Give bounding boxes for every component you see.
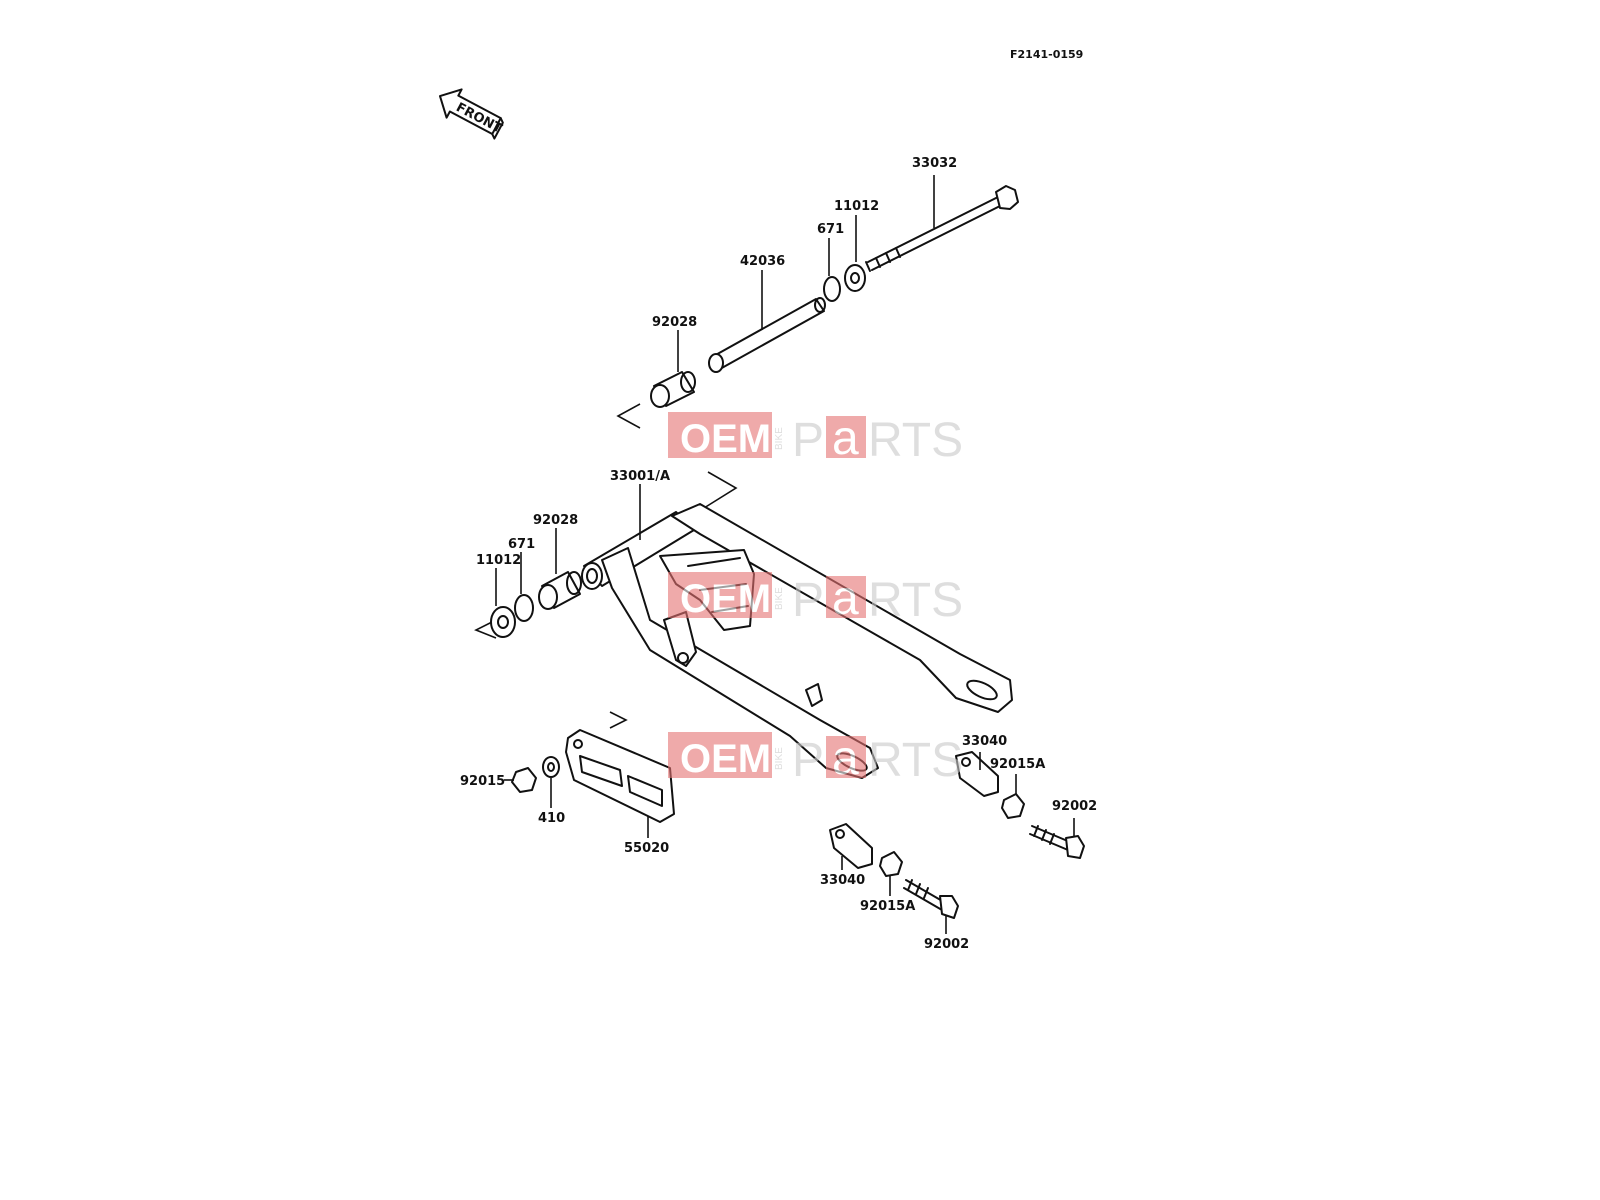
label-42036: 42036 (740, 254, 785, 269)
label-92028-top: 92028 (652, 315, 697, 330)
label-92002-right: 92002 (1052, 799, 1097, 814)
watermark-rts-text: RTS (868, 734, 963, 787)
label-33040-right: 33040 (962, 734, 1007, 749)
watermark-p-text: P (792, 574, 824, 627)
pivot-bolt-33032 (865, 185, 1019, 272)
label-55020: 55020 (624, 841, 669, 856)
front-arrow-icon: FRONT (438, 88, 504, 140)
label-92015: 92015 (460, 774, 505, 789)
adjuster-plate-33040-right (955, 751, 999, 797)
watermark-oem-text: OEM (680, 417, 771, 461)
collar-92015a-bottom (879, 851, 903, 877)
label-11012-top: 11012 (834, 199, 879, 214)
o-ring-671-top (823, 276, 841, 302)
diagram-code: F2141-0159 (1010, 48, 1083, 61)
watermark-oem-text: OEM (680, 577, 771, 621)
watermark-oem-text: OEM (680, 737, 771, 781)
watermark-bottom: OEM BIKE P a RTS (668, 732, 963, 787)
bushing-92028-top (650, 371, 696, 408)
watermark-a-text: a (832, 572, 859, 625)
watermark-rts-text: RTS (868, 574, 963, 627)
watermark-bike-text: BIKE (774, 587, 785, 610)
bolt-92002-right (1029, 825, 1085, 859)
watermark-p-text: P (792, 414, 824, 467)
bolt-92002-bottom (903, 879, 959, 919)
label-671-top: 671 (817, 222, 844, 237)
adjuster-plate-33040-bottom (829, 823, 873, 869)
watermark-rts-text: RTS (868, 414, 963, 467)
label-92028-left: 92028 (533, 513, 578, 528)
watermark-bike-text: BIKE (774, 427, 785, 450)
label-92015a-right: 92015A (990, 757, 1045, 772)
label-410: 410 (538, 811, 565, 826)
label-92015a-bottom: 92015A (860, 899, 915, 914)
nut-92015 (511, 767, 537, 793)
label-92002-bottom: 92002 (924, 937, 969, 952)
bushing-92028-left (538, 571, 582, 610)
washer-11012-top (844, 264, 866, 292)
sleeve-42036 (708, 297, 826, 373)
watermark-bike-text: BIKE (774, 747, 785, 770)
watermark-a-text: a (832, 412, 859, 465)
chain-guide-55020 (565, 729, 675, 823)
label-33032: 33032 (912, 156, 957, 171)
washer-410 (542, 756, 560, 778)
collar-92015a-right (1001, 793, 1025, 819)
o-ring-671-left (514, 594, 534, 622)
watermark-p-text: P (792, 734, 824, 787)
washer-11012-left (490, 606, 516, 638)
watermark-a-text: a (832, 732, 859, 785)
label-33040-bottom: 33040 (820, 873, 865, 888)
watermark-top: OEM BIKE P a RTS (668, 412, 963, 467)
label-33001a: 33001/A (610, 469, 670, 484)
watermark-middle: OEM BIKE P a RTS (668, 572, 963, 627)
label-671-left: 671 (508, 537, 535, 552)
label-11012-left: 11012 (476, 553, 521, 568)
